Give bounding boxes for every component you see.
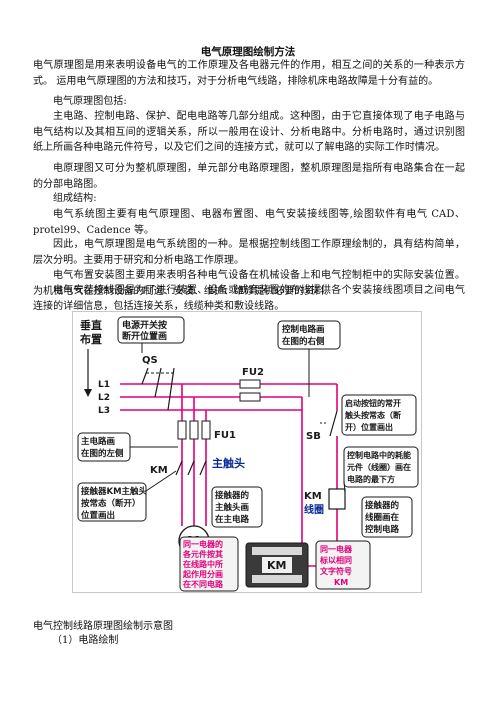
callout-same-symbol-line3: 文字符号 — [320, 566, 352, 576]
fu1-label: FU1 — [214, 430, 236, 441]
diagram-caption: 电气控制线路原理图绘制示意图 — [33, 621, 173, 632]
paragraph-7: 因此，电气原理图是电气系统图的一种。是根据控制线图工作原理绘制的，具有结构简单，… — [33, 239, 465, 266]
paragraph-8: 电气布置安装图主要用来表明各种电气设备在机械设备上和电气控制柜中的实际安装位置。… — [33, 270, 465, 297]
callout-main-left-line1: 主电路画 — [81, 436, 115, 447]
l3-label: L3 — [98, 406, 110, 416]
qs-blade-2 — [154, 367, 162, 398]
callout-main-contact-off — [77, 482, 147, 522]
callout-start-button-line2: 触头按常态（断 — [345, 410, 401, 420]
callout-coil-in-control — [361, 496, 413, 538]
paragraph-1: 电气原理图是用来表明设备电气的工作原理及各电器元件的作用，相互之间的关系的一种表… — [33, 60, 465, 87]
callout-main-contact-off-line3: 位置画出 — [81, 510, 115, 521]
paragraph-3-block: 主电路、控制电路、保护、配电电路等几部分组成。这种图，由于它直接体现了电子电路与… — [33, 109, 465, 156]
paragraph-9: 电气安装接线图是为了进行装置、设备或成套装置的布线提供各个安装接线图项目之间电气… — [33, 285, 465, 312]
callout-switch-line2: 断开位置画 — [122, 330, 167, 342]
contactor-face — [262, 557, 292, 573]
fu2-fuse-2 — [239, 392, 261, 402]
paragraph-6: 电气系统图主要有电气原理图、电器布置图、电气安装接线图等,绘图软件有电气 CAD… — [33, 209, 465, 236]
paragraph-9-block: 电气安装接线图是为了进行装置、设备或成套装置的布线提供各个安装接线图项目之间电气… — [33, 283, 465, 314]
paragraph-5: 组成结构: — [53, 193, 97, 204]
paragraph-8-block: 电气布置安装图主要用来表明各种电气设备在机械设备上和电气控制柜中的实际安装位置。… — [33, 268, 465, 299]
l2-label: L2 — [98, 393, 110, 403]
callout-main-contact-in-line2: 主触头画 — [215, 502, 249, 513]
callout-main-left-line2: 在图的左侧 — [81, 448, 124, 459]
km-left-label: KM — [150, 465, 168, 476]
main-contact-label: 主触头 — [212, 456, 245, 470]
qs-label: QS — [142, 355, 158, 366]
callout-control-lower-leader — [343, 480, 346, 494]
document-title: 电气原理图绘制方法 — [200, 46, 296, 58]
section-subheading: （1）电路绘制 — [52, 635, 119, 646]
callout-same-symbol — [315, 540, 371, 590]
fu2-fuse-1 — [239, 379, 261, 389]
callout-start-button — [341, 394, 417, 436]
callout-control-lower-line3: 电路的最下方 — [347, 474, 395, 484]
contactor-km-label: KM — [267, 559, 286, 572]
callout-same-device-line3: 在线路中所 — [183, 559, 223, 569]
callout-same-device-line2: 各元件按其 — [182, 549, 223, 559]
sb-contact — [329, 410, 338, 437]
paragraph-5-block: 组成结构: — [33, 191, 465, 207]
callout-main-contact-in-line1: 接触器的 — [215, 490, 250, 501]
fu1-fuse-1 — [177, 420, 187, 440]
paragraph-2-block: 电气原理图包括: — [33, 94, 465, 110]
vertical-layout-label-2: 布置 — [80, 332, 102, 346]
callout-main-contact-in-line3: 在主电路 — [215, 514, 250, 525]
paragraph-7-block: 因此，电气原理图是电气系统图的一种。是根据控制线图工作原理绘制的，具有结构简单，… — [33, 237, 465, 268]
paragraph-2: 电气原理图包括: — [53, 96, 127, 107]
callout-coil-in-control-line3: 控制电路 — [365, 524, 400, 535]
km-contact-3 — [199, 460, 207, 476]
vertical-arrow-head — [84, 389, 92, 397]
fu1-fuse-3 — [201, 420, 211, 440]
km-coil — [328, 488, 346, 510]
callout-same-device-line5: 在不同电路 — [183, 579, 224, 589]
callout-switch — [117, 316, 185, 344]
callout-main-contact-in — [211, 486, 263, 528]
callout-start-button-line1: 启动按钮的常开 — [345, 398, 401, 408]
sb-label: SB — [306, 431, 321, 442]
callout-coil-in-control-line1: 接触器的 — [365, 500, 400, 511]
callout-same-symbol-line1: 同一电器 — [320, 544, 353, 554]
callout-main-contact-off-leader — [145, 470, 177, 492]
callout-same-device — [179, 536, 239, 592]
contactor-terminals-bottom — [252, 575, 302, 583]
callout-same-device-line4: 起作用分画 — [182, 569, 223, 579]
qs-blade-1 — [141, 367, 149, 385]
contactor-terminals-top — [252, 547, 302, 555]
fu2-label: FU2 — [242, 367, 264, 378]
paragraph-4: 电原理图又可分为整机原理图，单元部分电路原理图，整机原理图是指所有电路集合在一起… — [33, 163, 465, 190]
callout-control-lower-line2: 元件（线圈）画在 — [347, 462, 411, 472]
vertical-layout-label-1: 垂直 — [80, 318, 102, 332]
callout-control-lower — [343, 446, 419, 488]
fu1-fuse-2 — [189, 420, 199, 440]
paragraph-intro: 电气原理图是用来表明设备电气的工作原理及各电器元件的作用，相互之间的关系的一种表… — [33, 58, 465, 89]
circuit-diagram: 垂直 布置 电源开关按 断开位置画 QS L1 L2 L3 FU1 — [72, 311, 422, 593]
callout-control-right-line2: 在图的右侧 — [282, 336, 325, 347]
paragraph-6-block: 电气系统图主要有电气原理图、电器布置图、电气安装接线图等,绘图软件有电气 CAD… — [33, 207, 465, 238]
paragraph-3: 主电路、控制电路、保护、配电电路等几部分组成。这种图，由于它直接体现了电子电路与… — [33, 111, 465, 153]
coil-text-label: 线圈 — [304, 503, 324, 516]
callout-same-symbol-tag: KM — [334, 578, 348, 587]
callout-same-symbol-line2: 标以相同 — [319, 555, 352, 565]
callout-same-device-line1: 同一电器的 — [183, 539, 223, 549]
callout-main-contact-off-line1: 接触器KM主触头 — [81, 486, 148, 497]
callout-coil-in-control-line2: 线圈画在 — [365, 512, 400, 523]
callout-start-button-line3: 开）位置画出 — [345, 422, 393, 432]
callout-control-right-line1: 控制电路画 — [282, 324, 325, 335]
qs-blade-3 — [167, 367, 175, 411]
paragraph-4-block: 电原理图又可分为整机原理图，单元部分电路原理图，整机原理图是指所有电路集合在一起… — [33, 161, 465, 192]
km-coil-label: KM — [304, 491, 322, 502]
km-contact-2 — [187, 460, 195, 476]
callout-control-lower-line1: 控制电路中的耗能 — [347, 450, 411, 460]
l1-label: L1 — [98, 380, 110, 390]
callout-switch-line1: 电源开关按 — [122, 319, 167, 331]
callout-main-contact-off-line2: 按常态（断开） — [81, 498, 141, 509]
km-contact-1 — [175, 460, 183, 476]
